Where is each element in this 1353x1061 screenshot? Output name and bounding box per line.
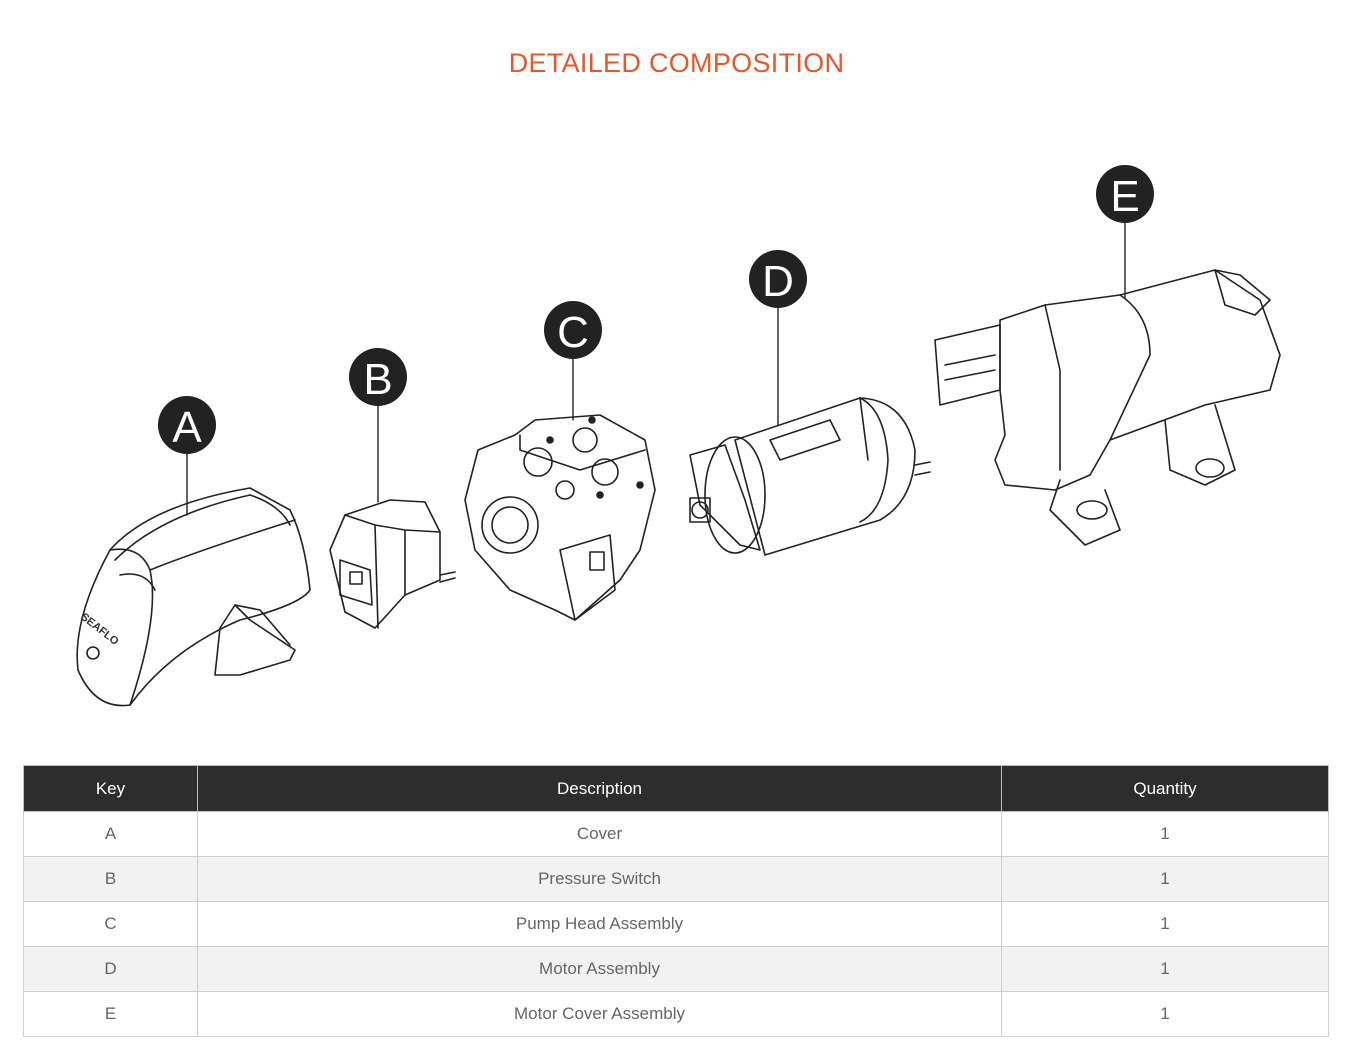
page-title: DETAILED COMPOSITION xyxy=(508,48,845,78)
table-row: D Motor Assembly 1 xyxy=(23,946,1329,992)
callout-a-label: A xyxy=(172,403,202,452)
description-cell: Cover xyxy=(197,811,1002,857)
quantity-cell: 1 xyxy=(1001,901,1329,947)
callout-b-label: B xyxy=(363,355,392,404)
parts-table: Key Description Quantity A Cover 1 B Pre… xyxy=(23,765,1329,1037)
quantity-cell: 1 xyxy=(1001,946,1329,992)
table-row: E Motor Cover Assembly 1 xyxy=(23,991,1329,1037)
table-row: A Cover 1 xyxy=(23,811,1329,857)
callout-d-label: D xyxy=(762,257,794,306)
key-cell: A xyxy=(23,811,198,857)
key-cell: C xyxy=(23,901,198,947)
key-cell: B xyxy=(23,856,198,902)
callout-b-badge: B xyxy=(349,348,407,406)
key-cell: D xyxy=(23,946,198,992)
quantity-cell: 1 xyxy=(1001,811,1329,857)
callout-d-badge: D xyxy=(749,250,807,308)
table-row: B Pressure Switch 1 xyxy=(23,856,1329,902)
table-header-row: Key Description Quantity xyxy=(23,765,1329,812)
cover-part-illustration: SEAFLO xyxy=(76,487,311,707)
description-cell: Motor Assembly xyxy=(197,946,1002,992)
exploded-diagram: SEAFLO xyxy=(0,150,1353,730)
quantity-cell: 1 xyxy=(1001,991,1329,1037)
callout-a-badge: A xyxy=(158,396,216,454)
callout-e-label: E xyxy=(1110,172,1139,221)
motor-cover-illustration xyxy=(934,269,1281,546)
quantity-cell: 1 xyxy=(1001,856,1329,902)
key-column-header: Key xyxy=(23,765,198,812)
pump-head-illustration xyxy=(464,414,656,621)
description-column-header: Description xyxy=(197,765,1002,812)
description-cell: Pump Head Assembly xyxy=(197,901,1002,947)
description-cell: Pressure Switch xyxy=(197,856,1002,902)
brand-mark: SEAFLO xyxy=(78,611,121,648)
quantity-column-header: Quantity xyxy=(1001,765,1329,812)
callout-e-badge: E xyxy=(1096,165,1154,223)
callout-c-label: C xyxy=(557,308,589,357)
pressure-switch-illustration xyxy=(329,499,456,629)
key-cell: E xyxy=(23,991,198,1037)
table-row: C Pump Head Assembly 1 xyxy=(23,901,1329,947)
motor-assembly-illustration xyxy=(689,397,931,556)
description-cell: Motor Cover Assembly xyxy=(197,991,1002,1037)
callout-c-badge: C xyxy=(544,301,602,359)
